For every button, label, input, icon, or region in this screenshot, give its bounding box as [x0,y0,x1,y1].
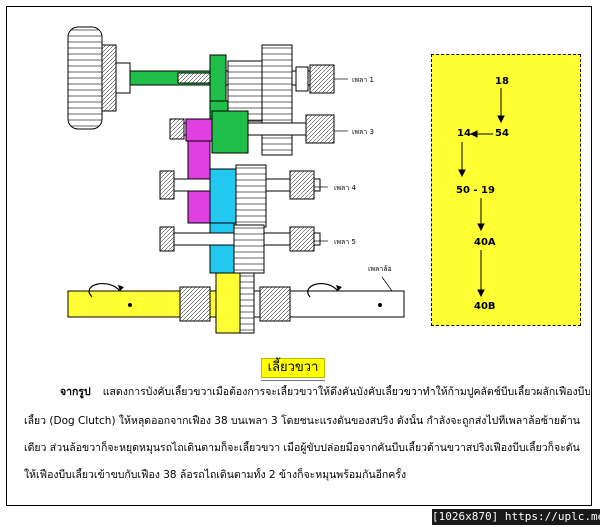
gear-50-19 [209,168,237,224]
section-title: เลี้ยวขวา [261,358,325,378]
title-underline [261,380,325,381]
caption-text-1: แสดงการบังคับเลี้ยวขวาเมื่อต้องการจะเลี้… [102,386,590,398]
rotation-arrow-left-icon [88,283,121,298]
bearing-shaft-5 [289,226,315,252]
shaft-label-1: เพลา 1 [352,76,374,84]
shaft-label-3: เพลา 3 [352,128,374,136]
flow-node-40a: 40A [474,237,496,248]
flow-node-50-19: 50 - 19 [456,185,495,196]
bearing-shaft-4 [289,170,315,200]
caption-line-4: ให้เฟืองบีบเลี้ยวเข้าขบกับเฟือง 38 ล้อรถ… [24,469,407,481]
spring [169,118,185,140]
gear-40b [215,272,241,334]
gear-train-diagram [67,26,405,334]
flow-node-54: 54 [495,128,509,139]
shaft-label-5: เพลา 5 [334,238,356,246]
shaft-label-4: เพลา 4 [334,184,356,192]
caption-line-2: เลี้ยว (Dog Clutch) ให้หลุดออกจากเฟือง 3… [24,415,580,427]
shaft-label-wheel: เพลาล้อ [368,265,392,273]
bearing-shaft-1 [309,64,335,94]
flow-node-14: 14 [457,128,471,139]
caption-head: จากรูป [60,386,91,398]
rotation-arrow-right-icon [307,282,339,298]
watermark: [1026x870] https://uplc.me/ [432,509,600,525]
power-flow-box [431,54,581,326]
caption-line-3: เดียว ส่วนล้อขวาก็จะหยุดหมุนรถไถเดินตามก… [24,442,580,454]
bearing-shaft-3 [305,114,335,144]
page-frame [6,6,592,506]
power-flow-arrows [458,88,505,298]
dog-clutch-magenta [185,118,213,142]
drive-pulley [67,26,131,130]
cyan-vertical-path [209,222,235,274]
gear-40a [233,224,265,274]
caption-line-1: จากรูป แสดงการบังคับเลี้ยวขวาเมื่อต้องการ… [60,385,590,409]
flow-node-18: 18 [495,76,509,87]
gear-14 [211,110,249,154]
flow-node-40b: 40B [474,301,496,312]
gear-18 [209,54,227,102]
